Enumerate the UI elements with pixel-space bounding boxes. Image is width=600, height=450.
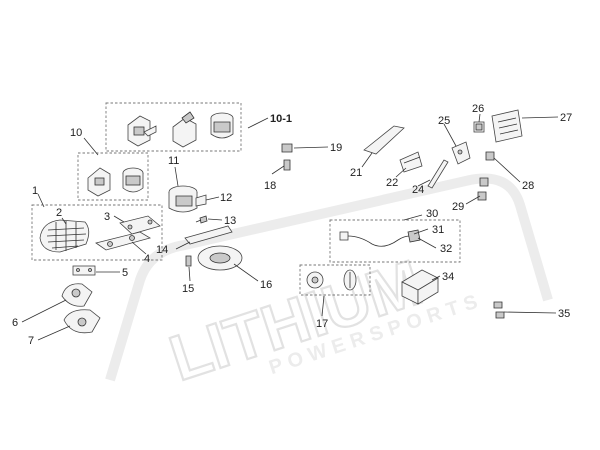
part-panel-21 [363, 125, 405, 155]
callout-21: 21 [350, 167, 362, 179]
group-box-30 [329, 219, 461, 263]
part-handlebar-switch-lower [63, 309, 101, 334]
callout-5: 5 [122, 267, 128, 279]
callout-17: 17 [316, 318, 328, 330]
part-screw-19 [281, 143, 293, 153]
callout-27: 27 [560, 112, 572, 124]
callout-26: 26 [472, 103, 484, 115]
callout-22: 22 [386, 177, 398, 189]
part-switch-housing-b [172, 111, 197, 148]
part-clip-22 [399, 151, 423, 173]
part-horn [197, 245, 243, 271]
callout-4: 4 [144, 253, 150, 265]
callout-32: 32 [440, 243, 452, 255]
part-module-34 [401, 269, 439, 305]
part-bolt-13 [195, 215, 208, 224]
group-box-10-1 [105, 102, 242, 152]
callout-35: 35 [558, 308, 570, 320]
part-dial-b [343, 269, 357, 291]
part-switch-housing-d [87, 167, 111, 197]
part-bolt-15 [185, 255, 192, 267]
callout-7: 7 [28, 335, 34, 347]
part-fuse-26 [473, 121, 485, 133]
part-strip-24 [427, 159, 449, 189]
callout-1: 1 [32, 185, 38, 197]
part-bracket [119, 215, 161, 235]
callout-30: 30 [426, 208, 438, 220]
callout-3: 3 [104, 211, 110, 223]
callout-11: 11 [168, 155, 179, 167]
part-cable-harness [339, 229, 421, 247]
part-switch-housing-c [210, 112, 234, 139]
callout-10: 10 [70, 127, 82, 139]
callout-14: 14 [156, 244, 168, 256]
group-box-17 [299, 264, 371, 296]
callout-19: 19 [330, 142, 342, 154]
callout-6: 6 [12, 317, 18, 329]
part-bracket-25 [451, 141, 471, 165]
callout-2: 2 [56, 207, 62, 219]
callout-25: 25 [438, 115, 450, 127]
callout-24: 24 [412, 184, 424, 196]
part-relay-assembly [168, 185, 207, 213]
part-switch-housing-a [127, 115, 157, 147]
callout-18: 18 [264, 180, 276, 192]
callout-34: 34 [442, 271, 454, 283]
callout-28: 28 [522, 180, 534, 192]
part-switch-housing-e [122, 167, 144, 193]
callout-12: 12 [220, 192, 232, 204]
group-box-1 [31, 204, 163, 261]
part-fuse-box-27 [491, 109, 523, 143]
part-handlebar-switch-upper [61, 283, 93, 307]
part-small-plate [72, 265, 96, 276]
part-screw-18 [283, 159, 291, 171]
part-dial-a [306, 271, 324, 289]
part-horn-bracket [184, 225, 233, 245]
callout-10-1: 10-1 [270, 113, 292, 125]
part-screws-28 [485, 151, 495, 161]
part-mounting-plate [95, 231, 152, 251]
callout-16: 16 [260, 279, 272, 291]
callout-29: 29 [452, 201, 464, 213]
part-screws-35 [493, 301, 505, 319]
part-headlight-grille [39, 219, 90, 253]
callout-15: 15 [182, 283, 194, 295]
leader-lines [21, 113, 559, 341]
callout-13: 13 [224, 215, 236, 227]
callout-31: 31 [432, 224, 444, 236]
callout-labels: 10-1 10 1 2 3 4 5 6 7 11 12 13 14 15 16 … [12, 103, 572, 347]
